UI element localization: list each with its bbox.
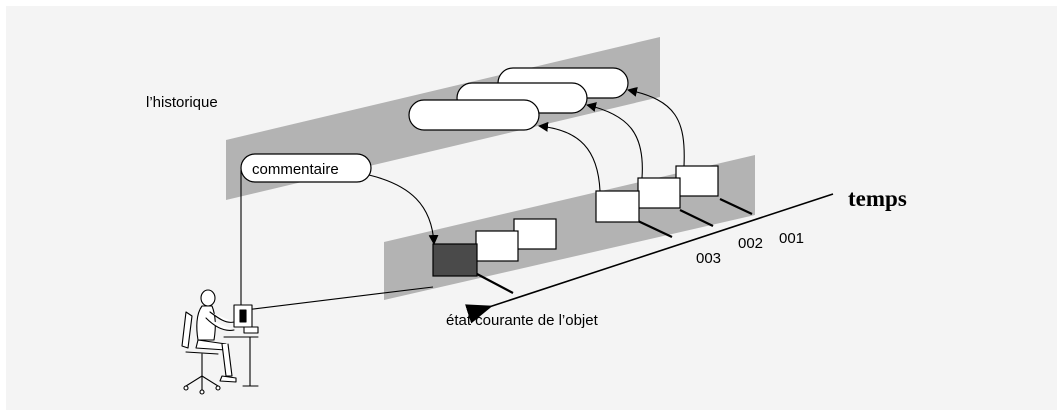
version-tick — [719, 198, 753, 215]
comment-label: commentaire — [252, 161, 339, 178]
current-state-label: état courante de l’objet — [446, 312, 599, 329]
version-002-label: 002 — [738, 235, 763, 252]
current-object-mid-box — [475, 230, 519, 262]
version-003-label: 003 — [696, 250, 721, 267]
user-object-line — [244, 286, 434, 311]
version-tick — [679, 209, 714, 227]
version-box-001 — [675, 165, 719, 197]
version-001-label: 001 — [779, 230, 804, 247]
history-arrow — [627, 86, 685, 167]
version-tick — [476, 273, 514, 294]
time-label: temps — [848, 186, 907, 211]
comment-pill — [240, 153, 372, 183]
current-object-box — [432, 243, 478, 277]
version-tick — [637, 220, 673, 238]
history-label: l’historique — [146, 94, 218, 111]
history-arrow — [586, 102, 643, 179]
history-arrow — [538, 121, 601, 192]
history-version-pill — [408, 99, 540, 131]
version-box-003 — [595, 190, 640, 223]
user-at-computer-icon — [181, 289, 259, 395]
current-object-back-box — [513, 218, 557, 250]
version-box-002 — [637, 177, 681, 209]
time-axis — [464, 193, 834, 324]
comment-arrow — [368, 174, 439, 245]
